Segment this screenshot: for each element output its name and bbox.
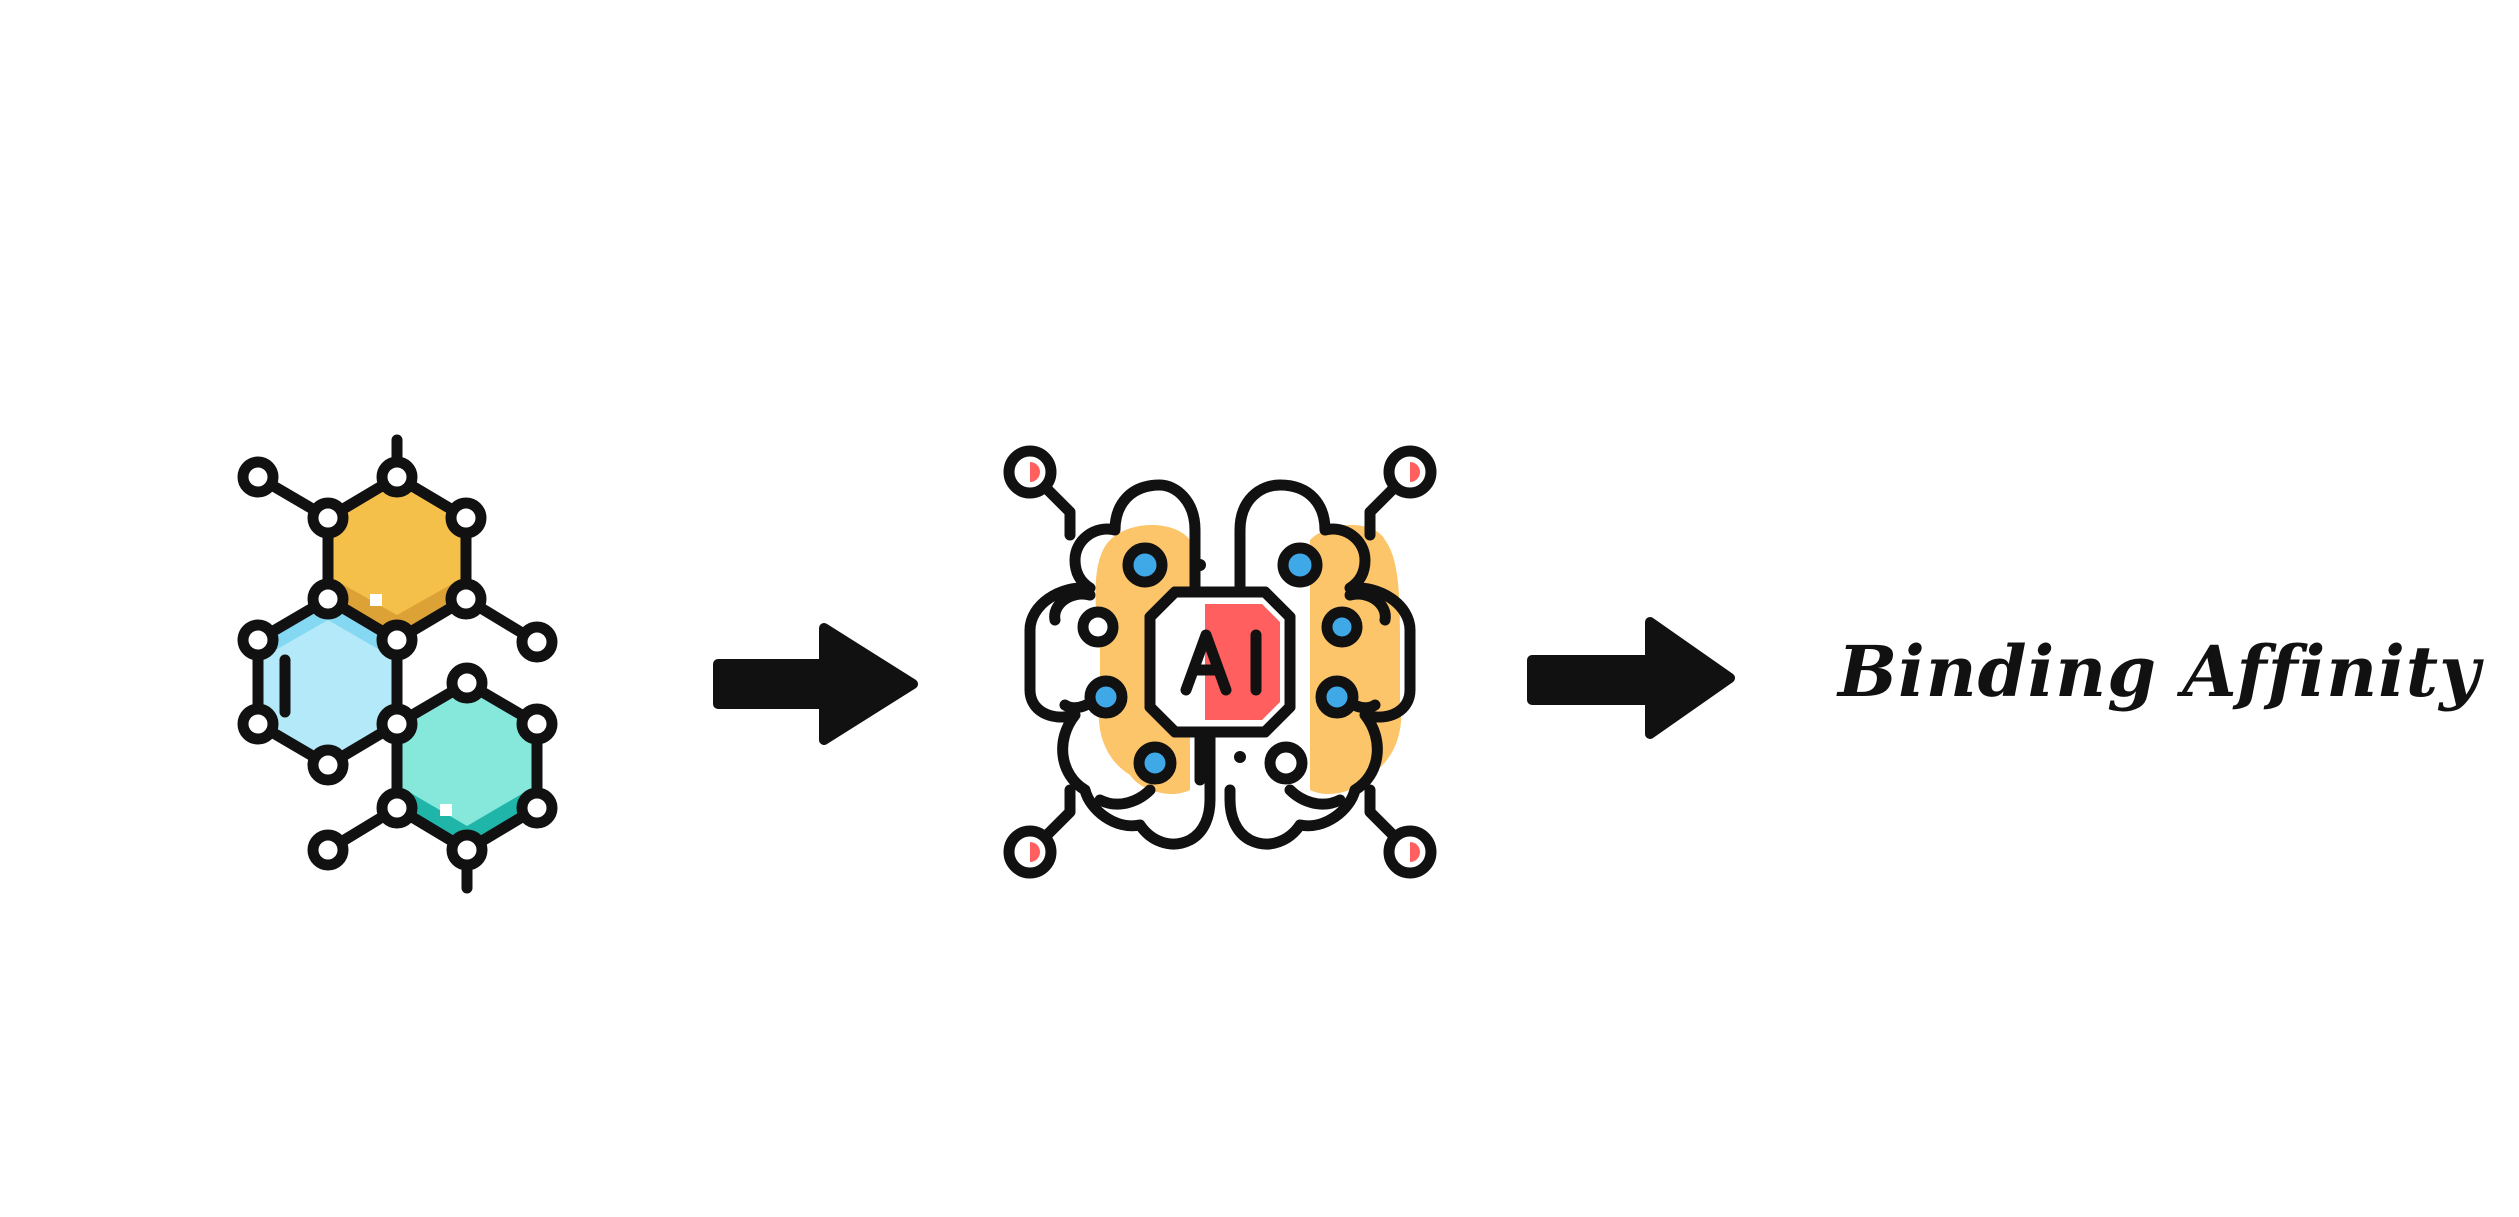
- molecule-icon: [237, 434, 558, 894]
- brain-right-lobe: [1224, 479, 1416, 850]
- hexagon-blue: [258, 599, 397, 765]
- molecule-atoms: [237, 456, 558, 871]
- arrow-right-icon: [1527, 617, 1735, 739]
- arrow-right-icon: [713, 623, 918, 745]
- binding-affinity-label: Binding Affinity: [1838, 630, 2481, 713]
- brain-left-lobe: [1024, 479, 1216, 850]
- ai-chip-label: [1180, 629, 1262, 696]
- ai-brain-icon: [1003, 445, 1437, 879]
- brain-nodes: [1077, 542, 1363, 785]
